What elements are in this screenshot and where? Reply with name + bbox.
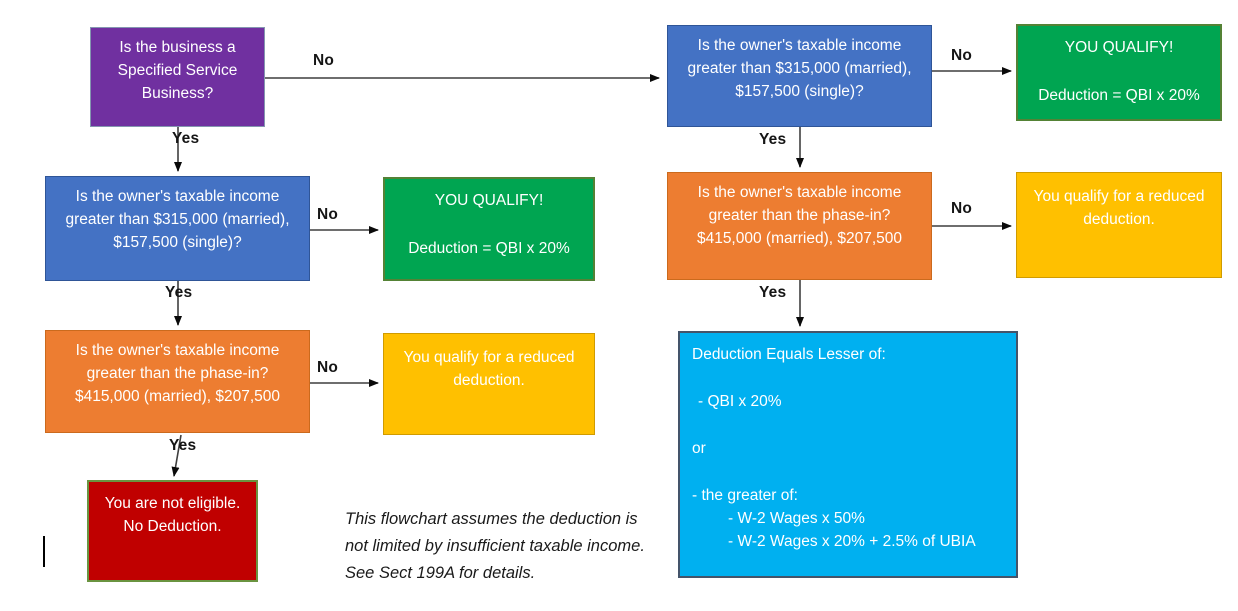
edge-label-ssb-no: No xyxy=(313,52,335,69)
node-phasein-question-left: Is the owner's taxable income greater th… xyxy=(45,330,310,433)
lesser-of-line: - QBI x 20% xyxy=(698,393,782,410)
qualify-formula: Deduction = QBI x 20% xyxy=(408,240,570,257)
edge-label-phasein-right-yes: Yes xyxy=(759,284,787,301)
node-text: You qualify for a reduced deduction. xyxy=(403,349,575,389)
node-not-eligible: You are not eligible. No Deduction. xyxy=(87,480,258,582)
edge-label-phasein-left-yes: Yes xyxy=(169,437,197,454)
edge-label-income-right-yes: Yes xyxy=(759,131,787,148)
node-reduced-deduction-left: You qualify for a reduced deduction. xyxy=(383,333,595,435)
node-deduction-lesser-of: Deduction Equals Lesser of: - QBI x 20% … xyxy=(678,331,1018,578)
lesser-of-line: - the greater of: xyxy=(692,487,798,504)
node-text: Is the owner's taxable income greater th… xyxy=(74,342,281,405)
lesser-of-title: Deduction Equals Lesser of: xyxy=(692,346,886,363)
edge-label-phasein-left-no: No xyxy=(317,359,339,376)
lesser-of-line: or xyxy=(692,440,706,457)
edge-label-phasein-right-no: No xyxy=(951,200,973,217)
assumption-note: This flowchart assumes the deduction is … xyxy=(345,510,645,582)
node-qualify-right: YOU QUALIFY! Deduction = QBI x 20% xyxy=(1016,24,1222,121)
node-text: Is the owner's taxable income greater th… xyxy=(696,184,903,247)
node-text: You are not eligible. No Deduction. xyxy=(104,495,241,535)
edge-label-income-left-yes: Yes xyxy=(165,284,193,301)
node-specified-service-question: Is the business a Specified Service Busi… xyxy=(90,27,265,127)
node-income-question-right: Is the owner's taxable income greater th… xyxy=(667,25,932,127)
qualify-formula: Deduction = QBI x 20% xyxy=(1038,87,1200,104)
node-income-question-left: Is the owner's taxable income greater th… xyxy=(45,176,310,281)
edge-label-income-left-no: No xyxy=(317,206,339,223)
node-text: You qualify for a reduced deduction. xyxy=(1033,188,1205,228)
edge-label-income-right-no: No xyxy=(951,47,973,64)
lesser-of-line: - W-2 Wages x 50% xyxy=(728,510,865,527)
node-text: Is the owner's taxable income greater th… xyxy=(687,37,912,100)
stray-cursor-mark xyxy=(43,536,45,567)
node-text: Is the business a Specified Service Busi… xyxy=(117,39,238,102)
node-reduced-deduction-right: You qualify for a reduced deduction. xyxy=(1016,172,1222,278)
lesser-of-line: - W-2 Wages x 20% + 2.5% of UBIA xyxy=(728,533,976,550)
node-phasein-question-right: Is the owner's taxable income greater th… xyxy=(667,172,932,280)
node-text: Is the owner's taxable income greater th… xyxy=(65,188,290,251)
qualify-headline: YOU QUALIFY! xyxy=(434,192,544,209)
edge-label-ssb-yes: Yes xyxy=(172,130,200,147)
node-qualify-left: YOU QUALIFY! Deduction = QBI x 20% xyxy=(383,177,595,281)
qualify-headline: YOU QUALIFY! xyxy=(1064,39,1174,56)
